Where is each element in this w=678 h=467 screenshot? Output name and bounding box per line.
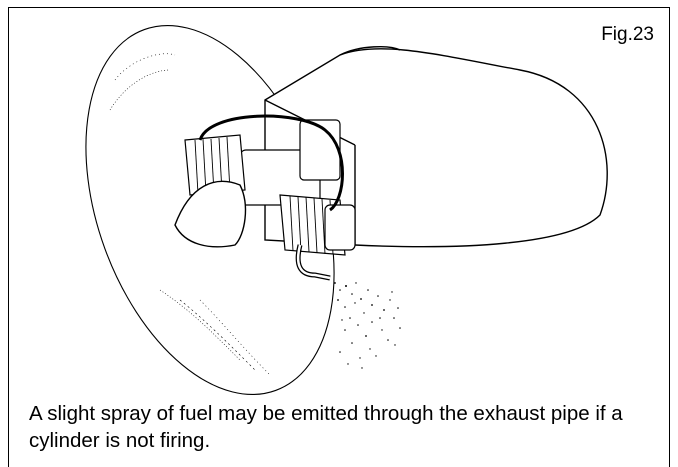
figure-label: Fig.23 bbox=[601, 24, 654, 46]
spinner bbox=[175, 181, 245, 246]
figure-caption: A slight spray of fuel may be emitted th… bbox=[29, 400, 659, 454]
fuel-spray bbox=[334, 282, 401, 369]
